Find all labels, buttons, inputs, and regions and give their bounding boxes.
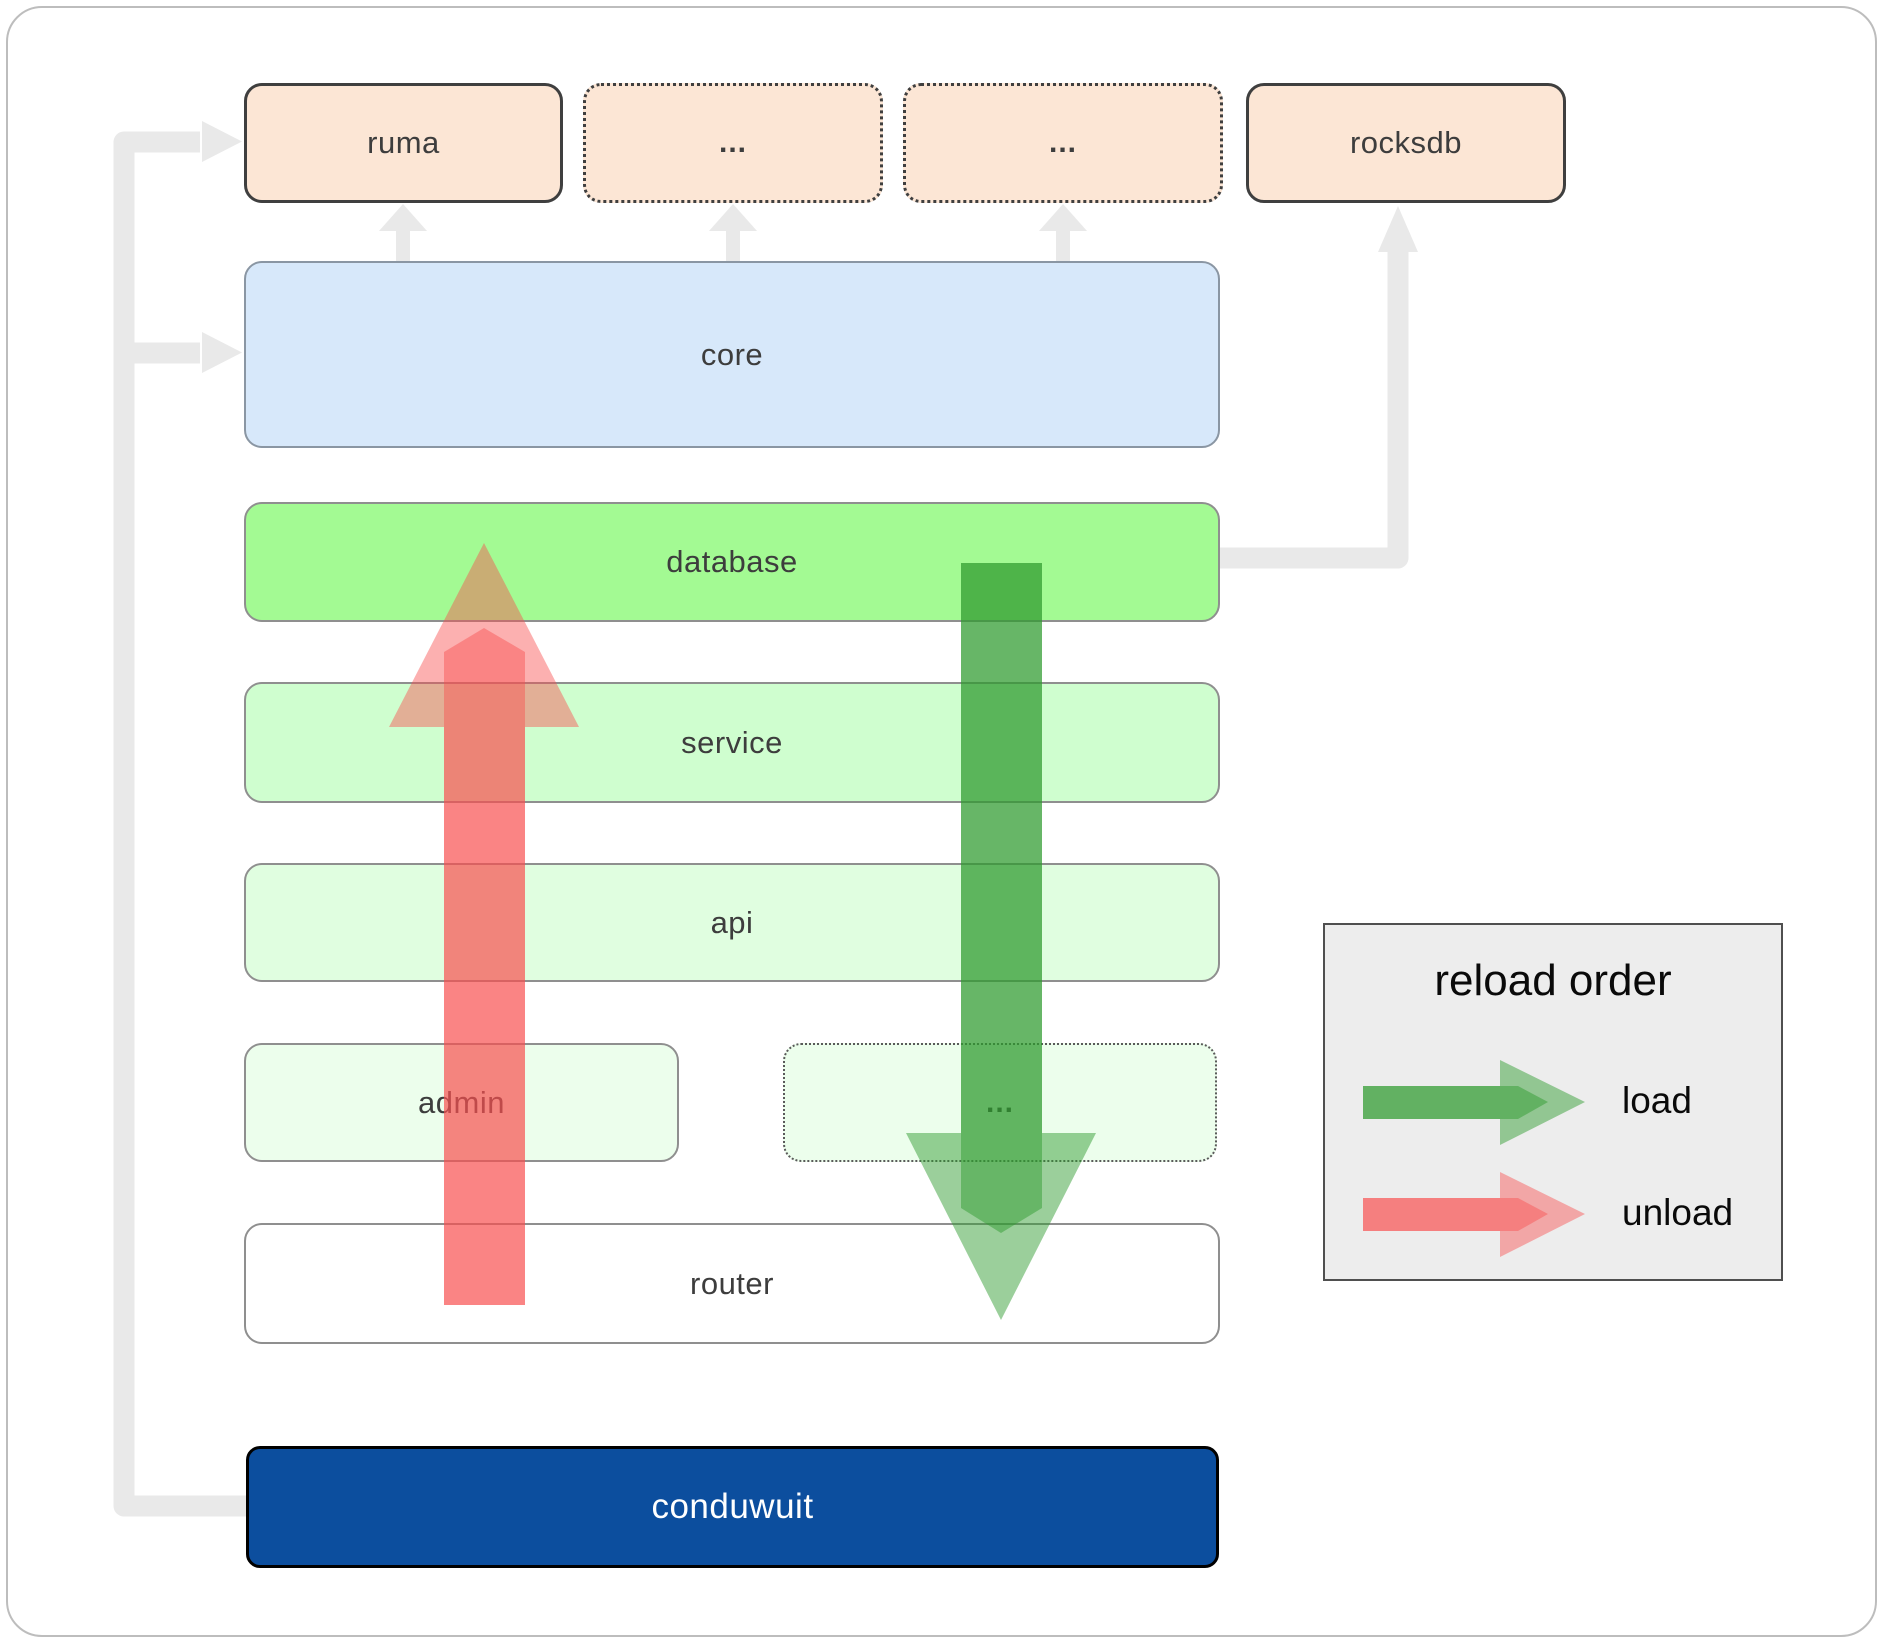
box-ellipsis-3-label: ... [985,1085,1014,1119]
box-database: database [244,502,1220,622]
box-api: api [244,863,1220,982]
legend-panel [1323,923,1783,1281]
box-ellipsis-1: ... [583,83,883,203]
box-rocksdb-label: rocksdb [1349,125,1463,160]
box-admin: admin [244,1043,679,1162]
box-core-label: core [700,336,764,372]
legend-load-label: load [1622,1080,1692,1121]
box-ruma: ruma [244,83,563,203]
box-conduwuit-label: conduwuit [651,1487,814,1526]
box-router-label: router [690,1265,774,1301]
box-core: core [244,261,1220,448]
box-admin-label: admin [418,1084,505,1120]
box-conduwuit: conduwuit [246,1446,1219,1568]
box-ruma-label: ruma [367,125,440,160]
box-api-label: api [710,904,754,940]
box-ellipsis-3: ... [783,1043,1217,1162]
legend-unload-label: unload [1622,1192,1734,1233]
box-ellipsis-2: ... [903,83,1223,203]
box-router: router [244,1223,1220,1344]
outer-frame [6,6,1877,1637]
box-ellipsis-2-label: ... [1048,126,1077,159]
box-service-label: service [681,724,783,760]
box-service: service [244,682,1220,803]
box-rocksdb: rocksdb [1246,83,1566,203]
box-ellipsis-1-label: ... [718,126,747,159]
legend-title: reload order [1434,956,1672,1005]
box-database-label: database [666,544,798,579]
